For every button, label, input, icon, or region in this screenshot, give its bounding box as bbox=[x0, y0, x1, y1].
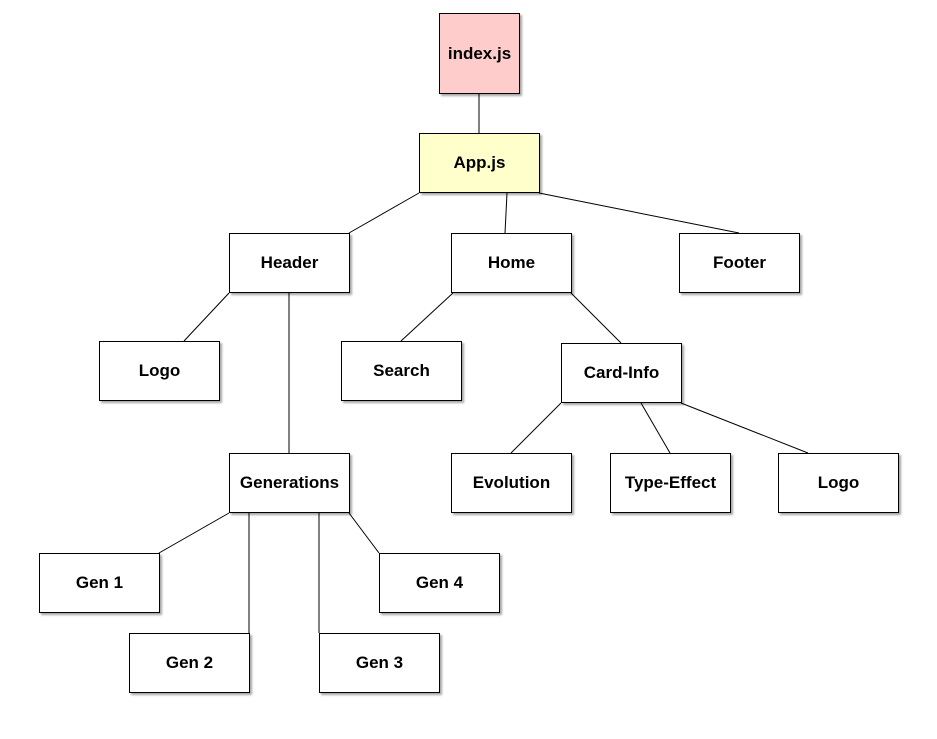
node-gen-3: Gen 3 bbox=[319, 633, 440, 693]
node-type-effect: Type-Effect bbox=[610, 453, 731, 513]
edge-card-info-logo bbox=[680, 402, 809, 454]
node-logo-card: Logo bbox=[778, 453, 899, 513]
node-gen-2: Gen 2 bbox=[129, 633, 250, 693]
edge-home-search bbox=[400, 292, 454, 342]
node-logo-header: Logo bbox=[99, 341, 220, 401]
edge-home-card-info bbox=[570, 292, 622, 344]
edge-card-info-evolution bbox=[510, 402, 562, 454]
node-app-js: App.js bbox=[419, 133, 540, 193]
edge-card-info-type-effect bbox=[640, 402, 671, 454]
edge-app-footer bbox=[538, 192, 740, 234]
node-gen-1: Gen 1 bbox=[39, 553, 160, 613]
node-search: Search bbox=[341, 341, 462, 401]
edge-header-logo bbox=[183, 292, 230, 342]
node-header: Header bbox=[229, 233, 350, 293]
node-gen-4: Gen 4 bbox=[379, 553, 500, 613]
node-index-js: index.js bbox=[439, 13, 520, 94]
edge-generations-gen1 bbox=[158, 512, 230, 554]
node-card-info: Card-Info bbox=[561, 343, 682, 403]
node-generations: Generations bbox=[229, 453, 350, 513]
node-home: Home bbox=[451, 233, 572, 293]
edge-app-header bbox=[348, 192, 420, 234]
edge-generations-gen4 bbox=[348, 512, 380, 554]
node-evolution: Evolution bbox=[451, 453, 572, 513]
node-footer: Footer bbox=[679, 233, 800, 293]
edge-app-home bbox=[504, 192, 508, 234]
